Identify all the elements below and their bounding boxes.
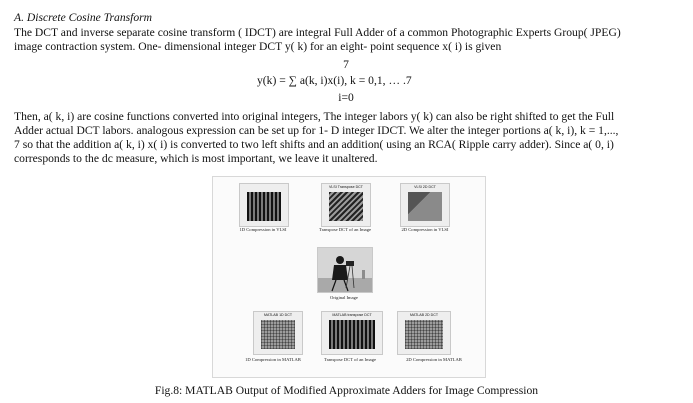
paragraph-2-line-4: corresponds to the dc measure, which is … <box>14 152 378 165</box>
paragraph-2-line-3: 7 so that the addition a( k, i) x( i) is… <box>14 138 614 151</box>
matlab-2d-thumbnail: MATLAB 2D DCT <box>397 311 451 355</box>
vlsi-1d-caption: 1D Compression in VLSI <box>239 227 287 232</box>
dct-equation: y(k) = ∑ a(k, i)x(i), k = 0,1, … .7 <box>257 74 412 87</box>
paragraph-2-line-2: Adder actual DCT labors. analogous expre… <box>14 124 619 137</box>
figure-image-compression-outputs: VLSI Transpose DCT VLSI 2D DCT 1D Compre… <box>212 176 486 378</box>
paragraph-2-line-1: Then, a( k, i) are cosine functions conv… <box>14 110 615 123</box>
vlsi-transpose-thumbnail: VLSI Transpose DCT <box>321 183 371 227</box>
vlsi-transpose-title: VLSI Transpose DCT <box>329 185 363 189</box>
matlab-2d-title: MATLAB 2D DCT <box>409 313 439 317</box>
vlsi-2d-thumbnail: VLSI 2D DCT <box>400 183 450 227</box>
matlab-2d-caption: 2D Compression in MATLAB <box>406 357 462 362</box>
paragraph-1-line-2: image contraction system. One- dimension… <box>14 40 502 53</box>
matlab-2d-image <box>405 320 443 349</box>
section-heading: A. Discrete Cosine Transform <box>14 11 153 24</box>
vlsi-2d-caption: 2D Compression in VLSI <box>401 227 449 232</box>
vlsi-2d-title: VLSI 2D DCT <box>414 185 436 189</box>
matlab-1d-image <box>261 320 295 349</box>
vlsi-transpose-image <box>329 192 363 221</box>
matlab-transpose-title: MATLAB transpose DCT <box>332 313 372 317</box>
matlab-transpose-thumbnail: MATLAB transpose DCT <box>321 311 383 355</box>
matlab-transpose-image <box>329 320 375 349</box>
matlab-transpose-caption: Transpose DCT of an Image <box>323 357 377 362</box>
sum-upper-limit: 7 <box>343 58 349 71</box>
sum-lower-limit: i=0 <box>338 91 354 104</box>
matlab-1d-title: MATLAB 1D DCT <box>263 313 293 317</box>
vlsi-2d-image <box>408 192 442 221</box>
vlsi-1d-image <box>247 192 281 221</box>
paragraph-1-line-1: The DCT and inverse separate cosine tran… <box>14 26 621 39</box>
matlab-1d-thumbnail: MATLAB 1D DCT <box>253 311 303 355</box>
vlsi-transpose-caption: Transpose DCT of an Image <box>318 227 372 232</box>
original-cameraman-image <box>317 247 373 293</box>
vlsi-1d-compression-thumbnail <box>239 183 289 227</box>
figure-caption: Fig.8: MATLAB Output of Modified Approxi… <box>154 384 539 397</box>
matlab-1d-caption: 1D Compression in MATLAB <box>245 357 301 362</box>
cameraman-photo-icon <box>318 248 372 292</box>
original-image-caption: Original Image <box>330 295 358 300</box>
